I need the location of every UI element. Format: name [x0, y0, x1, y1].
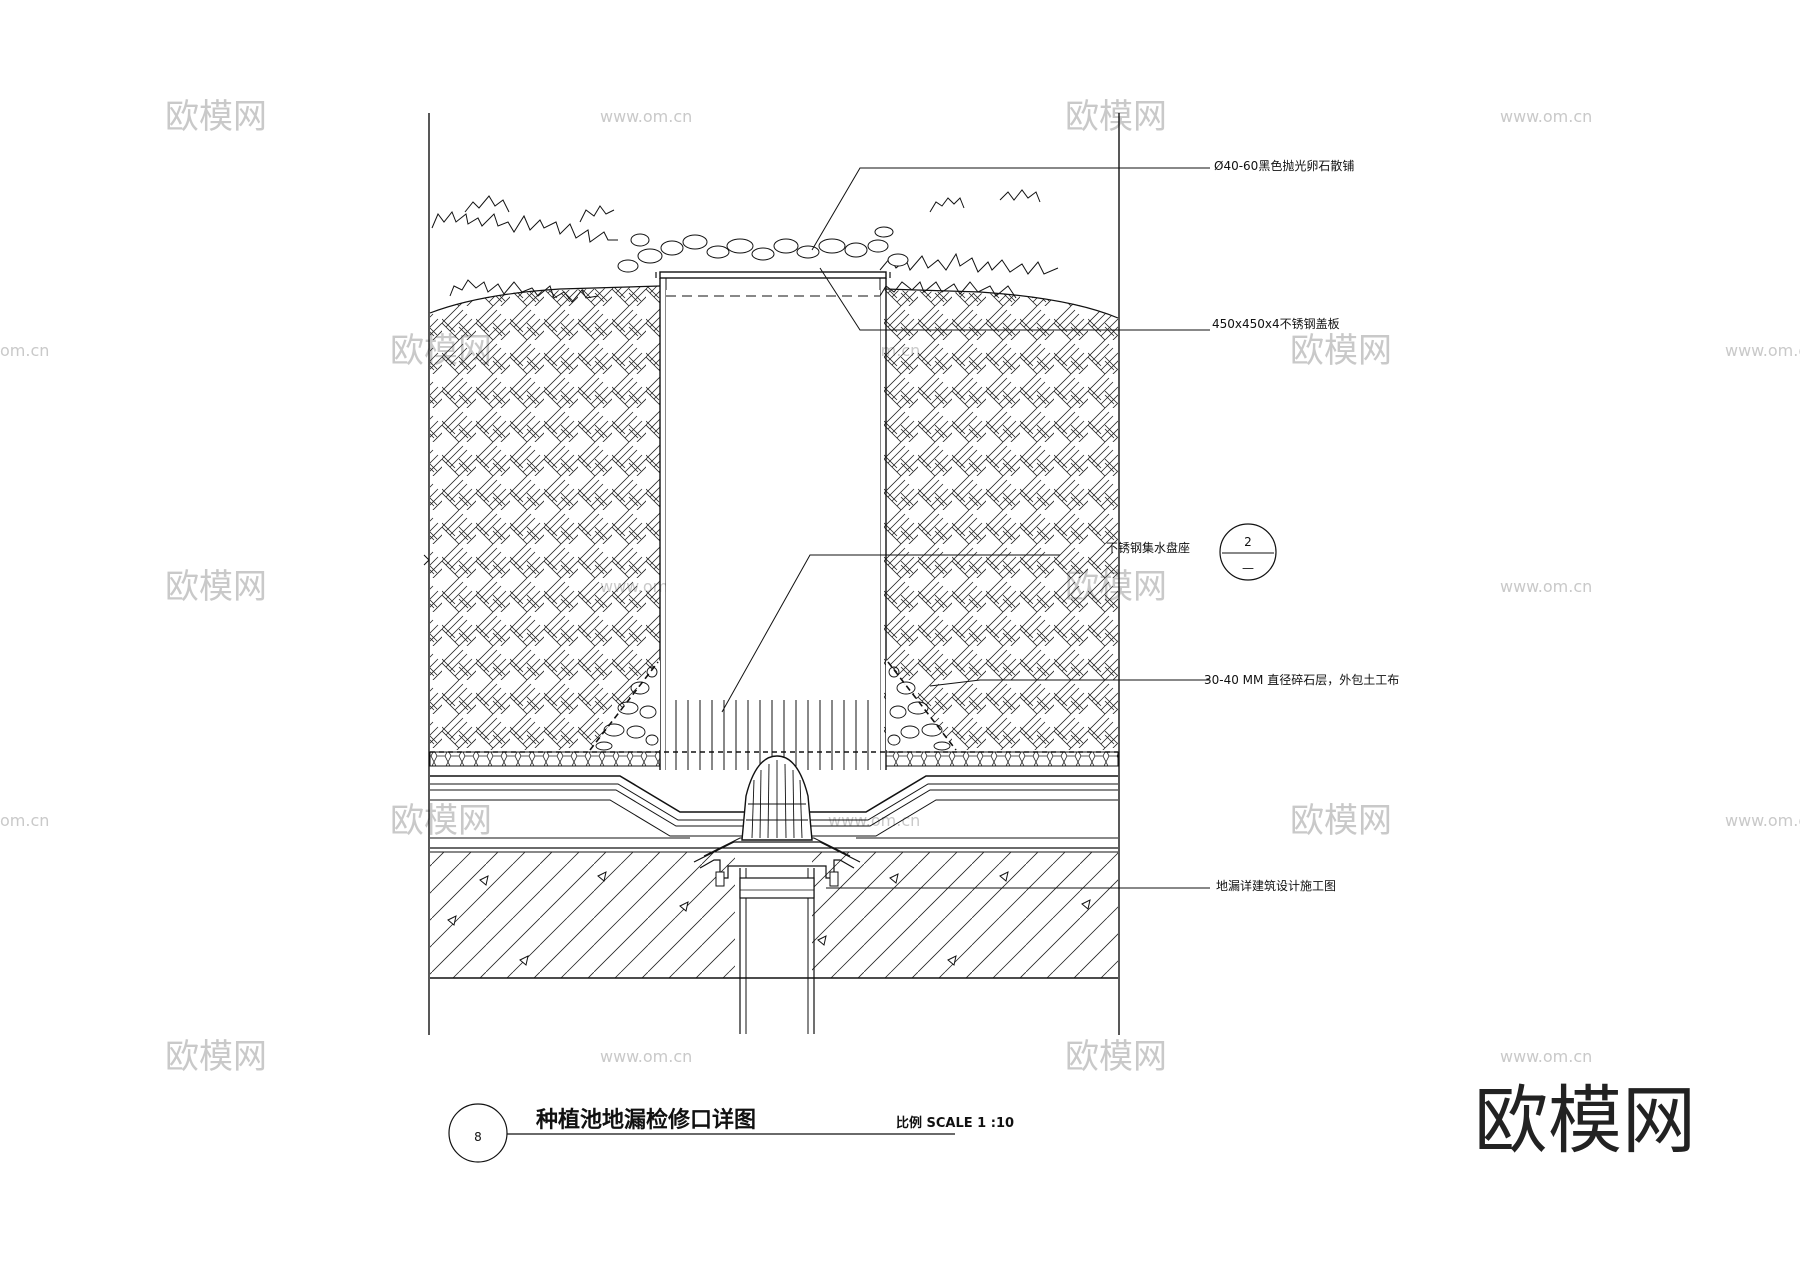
floor-drain	[693, 755, 861, 1034]
watermark-logo: 欧模网	[165, 567, 267, 607]
label-gravel-layer: 30-40 MM 直径碎石层，外包土工布	[1204, 672, 1399, 687]
label-floor-drain: 地漏详建筑设计施工图	[1216, 878, 1336, 893]
watermark-logo: 欧模网	[390, 801, 492, 841]
gravel-wedge-right	[886, 660, 957, 751]
planting-soil	[429, 285, 1119, 750]
section-boundaries	[423, 113, 1120, 1035]
watermark-site: www.om.cn	[1500, 107, 1592, 126]
tray-slots	[675, 700, 869, 770]
pebble-layer	[617, 226, 909, 273]
callout-sheet: —	[1242, 561, 1254, 575]
watermark-site: www.om.cn	[600, 107, 692, 126]
watermark-site: www.om.cn	[600, 1047, 692, 1066]
section-callout: 2 —	[1219, 523, 1277, 581]
watermark-site: om.cn	[0, 811, 49, 830]
label-tray-seat: 不锈钢集水盘座	[1106, 540, 1190, 555]
label-steel-cover: 450x450x4不锈钢盖板	[1212, 317, 1340, 331]
label-pebble-paving: Ø40-60黑色抛光卵石散铺	[1214, 158, 1354, 173]
watermark-site: www.om.cn	[1500, 577, 1592, 596]
drainage-board-layer	[429, 751, 1119, 767]
watermark-logo: 欧模网	[165, 1037, 267, 1077]
watermark-logo: 欧模网	[1290, 801, 1392, 841]
brand-logo: 欧模网	[1474, 1078, 1696, 1164]
watermark-site: www.om.cn	[1725, 341, 1800, 360]
leader-lines	[721, 167, 1210, 889]
watermark-site: www.om.cn	[1725, 811, 1800, 830]
watermark-site: om.cn	[0, 341, 49, 360]
drawing-scale: 比例 SCALE 1 :10	[896, 1115, 1014, 1131]
inspection-shaft	[655, 271, 891, 770]
watermark-site: www.om.cn	[828, 811, 920, 830]
title-block: 8 种植池地漏检修口详图 比例 SCALE 1 :10	[448, 1103, 1014, 1163]
watermark-logo: 欧模网	[1065, 97, 1167, 137]
callout-number: 2	[1244, 535, 1252, 549]
watermark-logo: 欧模网	[1290, 331, 1392, 371]
shrub-outline	[431, 189, 1059, 303]
gravel-wedge-left	[589, 660, 660, 751]
watermark-logo: 欧模网	[165, 97, 267, 137]
detail-number: 8	[474, 1130, 482, 1144]
watermark-logo: 欧模网	[1065, 1037, 1167, 1077]
watermark-site: www.om.cn	[1500, 1047, 1592, 1066]
drawing-title: 种植池地漏检修口详图	[536, 1107, 756, 1133]
concrete-slab	[430, 852, 1118, 979]
